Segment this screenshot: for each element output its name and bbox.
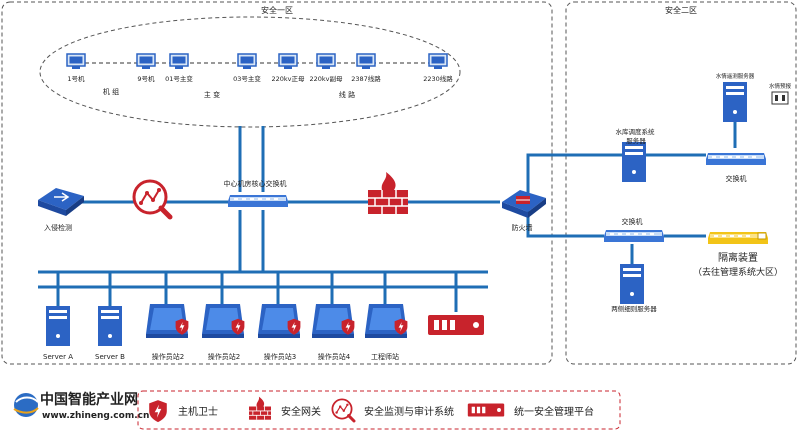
group-label-units: 机 组 bbox=[103, 87, 119, 96]
field-unit-label: 1号机 bbox=[67, 74, 85, 83]
computer-icon bbox=[169, 53, 189, 70]
legend-label: 主机卫士 bbox=[178, 405, 218, 418]
site-logo: 中国智能产业网 www.zhineng.com.cn bbox=[13, 391, 149, 421]
field-unit-label: 2387线路 bbox=[351, 74, 381, 83]
operator-station-3[interactable] bbox=[258, 304, 301, 338]
firewall-icon bbox=[248, 396, 272, 421]
zone2-switch-top[interactable] bbox=[706, 153, 766, 165]
field-unit-label: 2230线路 bbox=[423, 74, 453, 83]
legend-item-management: 统一安全管理平台 bbox=[467, 403, 594, 418]
intrusion-detection-label: 入侵检测 bbox=[44, 223, 72, 232]
legend-label: 统一安全管理平台 bbox=[514, 405, 594, 418]
field-unit-label: 03号主变 bbox=[233, 74, 261, 83]
legend-item-host-guard: 主机卫士 bbox=[149, 400, 218, 423]
field-unit-label: 9号机 bbox=[137, 74, 155, 83]
legend-label: 安全监测与审计系统 bbox=[364, 405, 454, 418]
field-unit-label: 01号主变 bbox=[165, 74, 193, 83]
field-unit-label: 220kv副母 bbox=[309, 74, 343, 83]
engineer-station[interactable] bbox=[365, 304, 408, 338]
zone2-switch-mid-label: 交换机 bbox=[622, 217, 643, 226]
core-switch[interactable] bbox=[228, 195, 288, 207]
computer-icon bbox=[237, 53, 257, 70]
logo-url: www.zhineng.com.cn bbox=[42, 411, 149, 421]
host-label: 操作员站4 bbox=[318, 352, 351, 361]
field-unit-7[interactable] bbox=[356, 53, 376, 70]
computer-icon bbox=[316, 53, 336, 70]
legend-item-audit: 安全监测与审计系统 bbox=[330, 397, 454, 423]
server-b[interactable] bbox=[98, 306, 122, 346]
switch-icon bbox=[228, 195, 288, 207]
isolation-note: （去往管理系统大区） bbox=[693, 266, 783, 278]
field-unit-4[interactable] bbox=[237, 53, 257, 70]
core-switch-label: 中心机房核心交换机 bbox=[224, 179, 287, 188]
field-unit-5[interactable] bbox=[278, 53, 298, 70]
host-guard-icon bbox=[149, 400, 167, 423]
legend-label: 安全网关 bbox=[281, 405, 321, 418]
isolation-title: 隔离装置 bbox=[718, 251, 758, 264]
zone2-border bbox=[565, 1, 797, 365]
operator-station-4[interactable] bbox=[312, 304, 355, 338]
audit-icon bbox=[330, 397, 356, 423]
field-unit-1[interactable] bbox=[66, 53, 86, 70]
security-gateway-icon[interactable] bbox=[367, 171, 409, 215]
server-a[interactable] bbox=[46, 306, 70, 346]
management-platform-device[interactable] bbox=[428, 315, 484, 335]
hydro-telemetry-label: 水情遥测服务器 bbox=[716, 72, 755, 80]
group-label-lines: 线 路 bbox=[339, 90, 355, 99]
hydro-telemetry-server[interactable] bbox=[723, 82, 747, 122]
switch-icon bbox=[604, 230, 664, 242]
group-label-transformers: 主 变 bbox=[204, 90, 220, 99]
intrusion-detection-device[interactable] bbox=[38, 188, 84, 216]
server-icon bbox=[98, 306, 122, 346]
zone2-label: 安全二区 bbox=[665, 5, 697, 15]
host-label: 操作员站2 bbox=[152, 352, 184, 361]
operator-station-1[interactable] bbox=[146, 304, 189, 338]
host-label: Server A bbox=[43, 353, 73, 361]
hydro-dispatch-label: 水库调度系统 服务器 bbox=[615, 127, 656, 145]
host-label: 操作员站2 bbox=[208, 352, 240, 361]
field-unit-3[interactable] bbox=[169, 53, 189, 70]
zone1-border bbox=[1, 1, 553, 365]
hydro-dispatch-line2: 服务器 bbox=[626, 136, 646, 145]
firewall-device[interactable] bbox=[502, 190, 546, 218]
server-icon bbox=[622, 142, 646, 182]
dual-rule-server[interactable] bbox=[620, 264, 644, 304]
server-icon bbox=[620, 264, 644, 304]
zone1-label: 安全一区 bbox=[261, 5, 293, 15]
field-device-cloud bbox=[39, 16, 461, 128]
zone2-switch-top-label: 交换机 bbox=[726, 174, 747, 183]
host-label: 操作员站3 bbox=[264, 352, 296, 361]
computer-icon bbox=[66, 53, 86, 70]
operator-station-2[interactable] bbox=[202, 304, 245, 338]
hydro-dispatch-line1: 水库调度系统 bbox=[615, 127, 655, 136]
legend-item-security-gateway: 安全网关 bbox=[248, 396, 321, 421]
host-label: 工程师站 bbox=[371, 352, 399, 361]
host-label: Server B bbox=[95, 353, 125, 361]
hydro-forecast-label: 水情预报 bbox=[769, 82, 792, 90]
legend-box bbox=[137, 390, 621, 430]
logo-name: 中国智能产业网 bbox=[40, 391, 138, 408]
server-icon bbox=[46, 306, 70, 346]
dual-rule-server-label: 两侧细则服务器 bbox=[611, 304, 657, 313]
isolation-device[interactable] bbox=[708, 232, 768, 244]
management-platform-icon bbox=[467, 403, 505, 417]
firewall-label: 防火墙 bbox=[512, 223, 533, 232]
server-icon bbox=[723, 82, 747, 122]
computer-icon bbox=[356, 53, 376, 70]
computer-icon bbox=[278, 53, 298, 70]
audit-system-icon[interactable] bbox=[134, 181, 170, 217]
hydro-forecast-device[interactable] bbox=[771, 91, 789, 105]
switch-icon bbox=[706, 153, 766, 165]
field-unit-2[interactable] bbox=[136, 53, 156, 70]
hydro-dispatch-server[interactable] bbox=[622, 142, 646, 182]
field-unit-label: 220kv正母 bbox=[271, 75, 305, 83]
zone2-switch-mid[interactable] bbox=[604, 230, 664, 242]
field-unit-8[interactable] bbox=[428, 53, 448, 70]
computer-icon bbox=[428, 53, 448, 70]
computer-icon bbox=[136, 53, 156, 70]
field-unit-6[interactable] bbox=[316, 53, 336, 70]
